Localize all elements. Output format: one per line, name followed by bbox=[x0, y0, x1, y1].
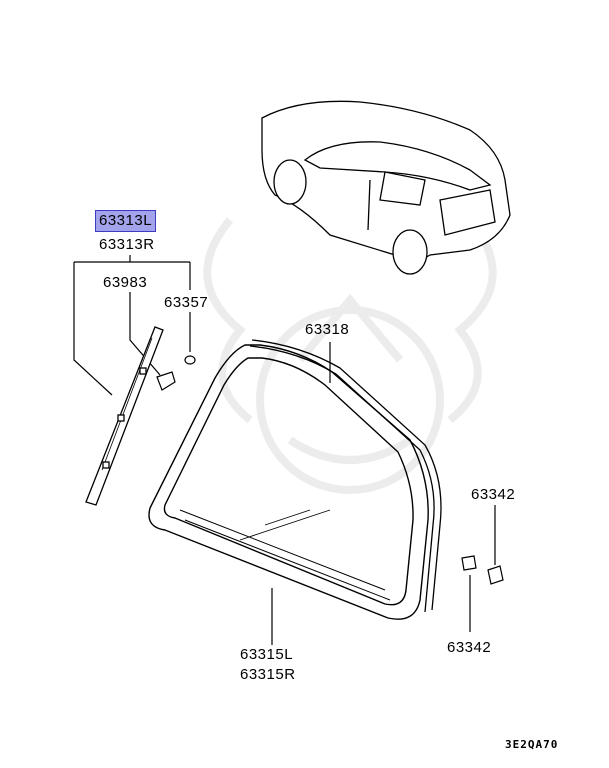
part-label-63315L[interactable]: 63315L bbox=[240, 646, 294, 663]
part-label-63318[interactable]: 63318 bbox=[305, 321, 350, 338]
watermark-logo bbox=[203, 217, 497, 494]
spacers bbox=[461, 555, 504, 585]
part-label-63313L-highlighted[interactable]: 63313L bbox=[95, 210, 157, 232]
part-label-63342-upper[interactable]: 63342 bbox=[471, 486, 516, 503]
diagram-code: 3E2QA70 bbox=[505, 738, 559, 751]
car-illustration bbox=[261, 100, 511, 275]
part-label-63342-lower[interactable]: 63342 bbox=[447, 639, 492, 656]
weatherstrip bbox=[249, 339, 442, 613]
part-label-63983[interactable]: 63983 bbox=[103, 274, 148, 291]
clip-and-grommet bbox=[156, 355, 196, 391]
molding-part bbox=[85, 326, 164, 506]
part-label-63313R[interactable]: 63313R bbox=[99, 236, 155, 253]
part-label-63357[interactable]: 63357 bbox=[164, 294, 209, 311]
part-label-63315R[interactable]: 63315R bbox=[240, 666, 296, 683]
leader-lines bbox=[73, 255, 496, 645]
